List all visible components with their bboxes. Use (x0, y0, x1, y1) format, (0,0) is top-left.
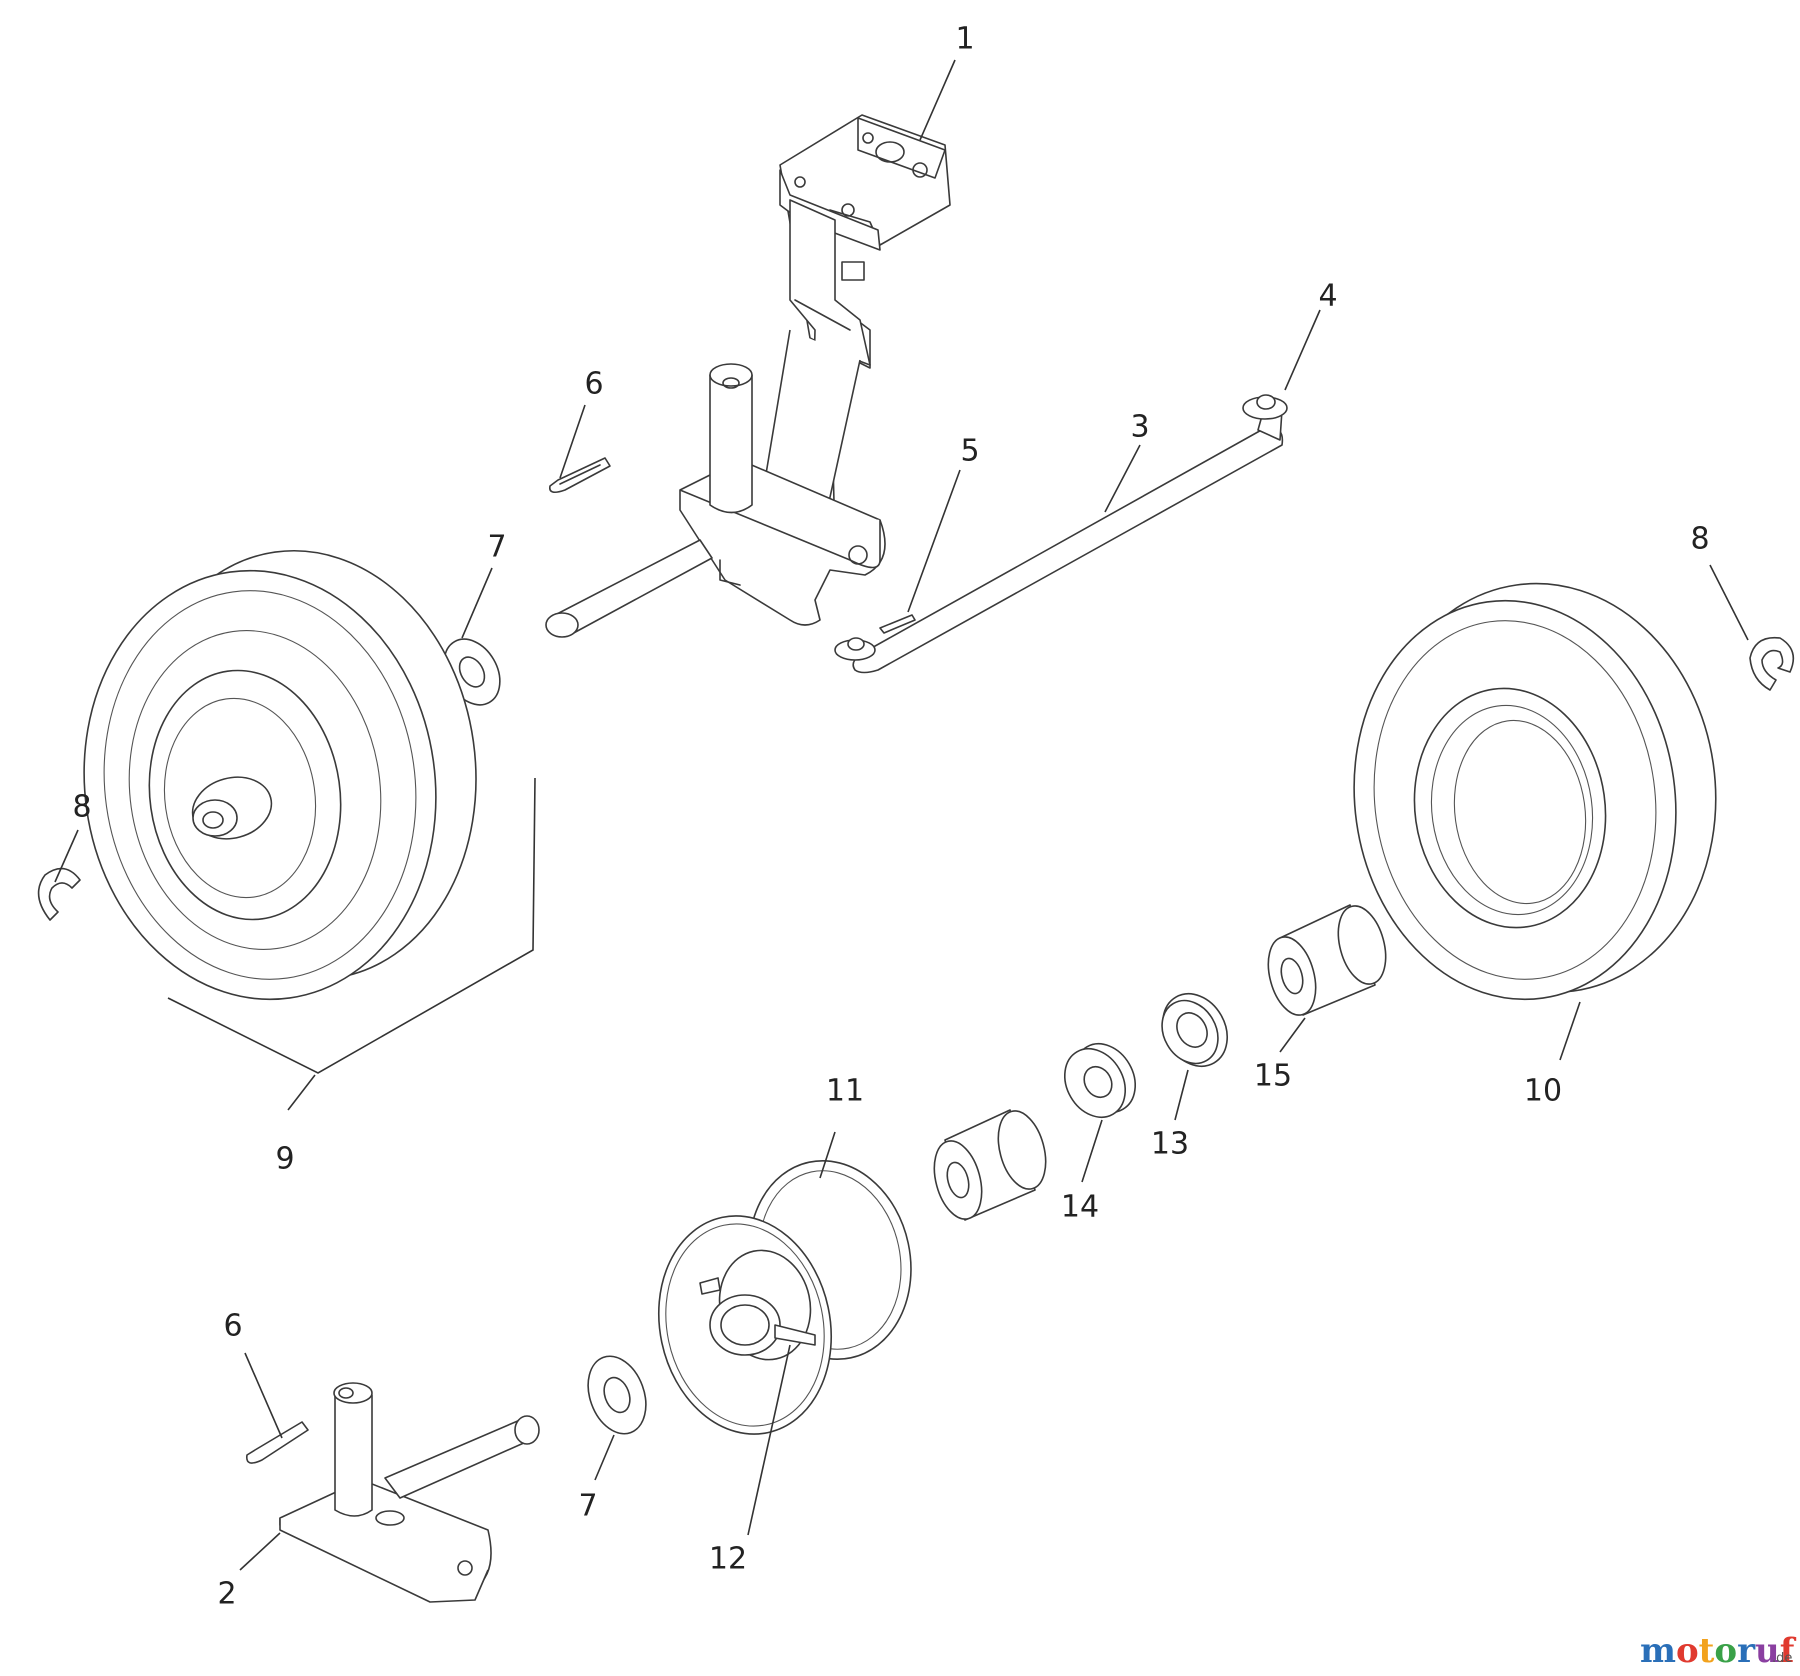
part-7-washer-lower (587, 1355, 647, 1435)
part-12-valve-stem (699, 1277, 816, 1346)
leader-7a (461, 567, 493, 639)
part-8-eclip-left (37, 867, 81, 921)
part-9-wheel-assembly-left (83, 549, 536, 1074)
leader-8a (54, 829, 79, 883)
motoruf-watermark-logo: motoruf .de (1640, 1631, 1797, 1671)
callout-11: 11 (826, 1074, 864, 1109)
part-6-cotter-pin-upper (549, 457, 611, 494)
part-6-cotter-pin-lower (245, 1421, 309, 1464)
part-15-roller-bearing (1267, 904, 1387, 1016)
part-14-bushing (1064, 1043, 1136, 1118)
callout-2: 2 (217, 1577, 236, 1612)
part-11-rim (657, 1159, 912, 1435)
leader-13 (1174, 1069, 1189, 1121)
part-1-steering-bracket (759, 114, 951, 541)
callout-9: 9 (275, 1142, 294, 1177)
leader-11 (819, 1131, 836, 1179)
callout-4: 4 (1318, 279, 1337, 314)
part-4-washer-pin (834, 394, 1288, 661)
leader-6b (244, 1352, 283, 1439)
watermark-name: motoruf (1640, 1631, 1797, 1671)
callout-1: 1 (955, 22, 974, 57)
callout-8a: 8 (72, 790, 91, 825)
callout-7b: 7 (578, 1489, 597, 1524)
leader-10 (1559, 1001, 1581, 1061)
leader-15 (1279, 1017, 1306, 1053)
roller-bearing-lower (933, 1109, 1047, 1221)
leader-14 (1081, 1119, 1103, 1183)
leader-2 (239, 1532, 281, 1571)
callout-3: 3 (1130, 410, 1149, 445)
leader-8b (1709, 564, 1749, 641)
callout-14: 14 (1061, 1190, 1099, 1225)
callout-numbers: 1 2 3 4 5 6 6 7 7 8 8 9 10 11 12 13 14 1… (72, 22, 1709, 1612)
leader-6a (559, 404, 586, 479)
part-10-tire-right (1353, 582, 1717, 1001)
part-3-tie-rod (852, 404, 1284, 674)
part-5-cotter-pin (879, 614, 916, 634)
callout-10: 10 (1524, 1074, 1562, 1109)
callout-12: 12 (709, 1542, 747, 1577)
leader-12 (747, 1344, 791, 1536)
callout-8b: 8 (1690, 522, 1709, 557)
callout-15: 15 (1254, 1059, 1292, 1094)
part-13-seal (1161, 993, 1228, 1067)
leader-9 (287, 1074, 316, 1111)
leader-3 (1104, 444, 1141, 513)
front-axle-upper (545, 363, 886, 638)
callout-7a: 7 (487, 530, 506, 565)
leader-4 (1284, 309, 1321, 391)
leader-5 (907, 469, 961, 613)
leader-7b (594, 1434, 615, 1481)
callout-5: 5 (960, 434, 979, 469)
callout-6b: 6 (223, 1309, 242, 1344)
watermark-suffix: .de (1772, 1651, 1792, 1666)
callout-6a: 6 (584, 367, 603, 402)
part-2-spindle (279, 1382, 540, 1603)
leader-lines (54, 59, 1749, 1571)
leader-1 (919, 59, 956, 141)
part-8-eclip-right (1749, 636, 1795, 691)
callout-13: 13 (1151, 1127, 1189, 1162)
